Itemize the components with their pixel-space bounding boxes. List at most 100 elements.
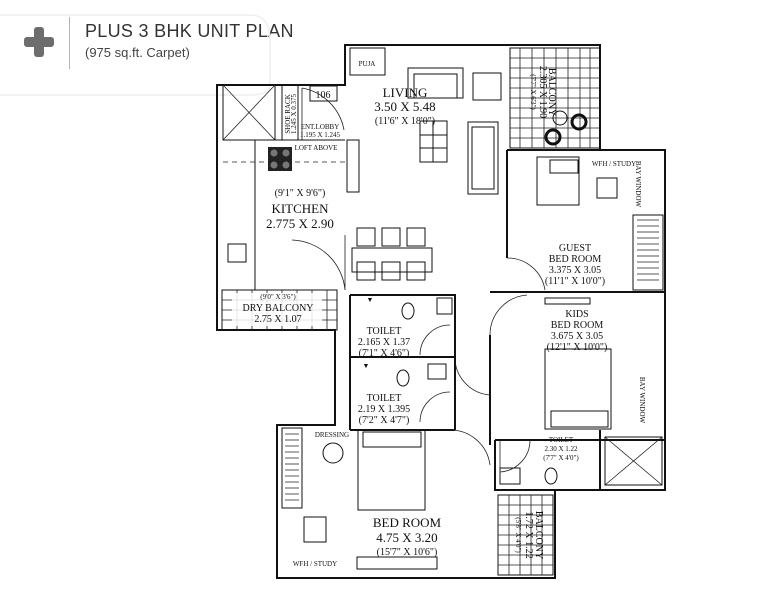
header: PLUS 3 BHK UNIT PLAN (975 sq.ft. Carpet) bbox=[0, 0, 761, 70]
bedroom-door[interactable] bbox=[449, 429, 491, 466]
unit-number-box bbox=[309, 85, 338, 102]
dry-balcony-size-imperial: (9'0" X 3'6") bbox=[260, 293, 296, 301]
toilet-2-shower-icon: ▼ bbox=[363, 362, 370, 370]
divider bbox=[69, 17, 70, 69]
toilet-3-walls bbox=[494, 430, 665, 491]
master-bed bbox=[357, 429, 426, 511]
kids-bed-walls bbox=[489, 291, 665, 445]
toilet-1-basin bbox=[436, 297, 453, 315]
kids-bed-label-2: BED ROOM bbox=[551, 320, 604, 331]
bottom-balcony-size: 1.72 X 1.22 bbox=[523, 511, 534, 558]
toilet-3-door[interactable] bbox=[499, 439, 531, 478]
passage-door[interactable] bbox=[454, 354, 491, 396]
kids-bed-label-1: KIDS bbox=[565, 309, 588, 320]
kitchen-size-imperial: (9'1" X 9'6") bbox=[275, 188, 326, 199]
toilet-2-size-imperial: (7'2" X 4'7") bbox=[359, 415, 410, 426]
bedroom-wardrobe bbox=[281, 427, 303, 509]
toilet-2-basin bbox=[427, 363, 447, 380]
kids-bed bbox=[544, 348, 612, 430]
bedroom-size: 4.75 X 3.20 bbox=[376, 530, 437, 545]
study-chair bbox=[303, 516, 327, 543]
toilet-walls bbox=[349, 294, 456, 431]
bedroom-size-imperial: (15'7" X 10'6") bbox=[377, 547, 438, 558]
kids-bed-size: 3.675 X 3.05 bbox=[551, 331, 603, 342]
dressing-stool bbox=[322, 442, 344, 464]
duct-shaft bbox=[222, 84, 276, 141]
toilet-3-size: 2.30 X 1.22 bbox=[544, 445, 578, 453]
ent-lobby-size: 1.195 X 1.245 bbox=[300, 131, 341, 139]
bedroom-window bbox=[356, 556, 438, 570]
unit-number: 106 bbox=[316, 90, 331, 101]
bottom-balcony-grid bbox=[497, 494, 554, 576]
toilet-1-shower-icon: ▼ bbox=[367, 296, 374, 304]
guest-bed-label-2: BED ROOM bbox=[549, 254, 602, 265]
toilet-2-door[interactable] bbox=[419, 391, 451, 423]
page-subtitle: (975 sq.ft. Carpet) bbox=[85, 45, 190, 60]
toilet-3-wc bbox=[544, 467, 558, 485]
living-label: LIVING bbox=[383, 85, 428, 100]
guest-bed bbox=[536, 156, 580, 206]
top-balcony-size-imperial: (7'7" X 6'3") bbox=[529, 74, 537, 110]
shoe-rack-size: 1.245 X 0.375 bbox=[290, 93, 298, 134]
sofa-right bbox=[467, 121, 499, 195]
kids-bed-shelf bbox=[544, 297, 591, 305]
bay-window-label-kids: BAY WINDOW bbox=[638, 377, 646, 424]
toilet-3-basin bbox=[499, 467, 521, 485]
sofa-top bbox=[407, 67, 464, 99]
toilet-2-label: TOILET bbox=[367, 393, 402, 404]
guest-study-chair bbox=[596, 177, 618, 199]
toilet-2-size: 2.19 X 1.395 bbox=[358, 404, 410, 415]
guest-wfh-label: WFH / STUDY bbox=[592, 160, 636, 168]
puja-label: PUJA bbox=[359, 60, 376, 68]
toilet-3-size-imperial: (7'7" X 4'0") bbox=[543, 454, 579, 462]
duct-shaft-2 bbox=[604, 436, 663, 486]
page-title: PLUS 3 BHK UNIT PLAN bbox=[85, 21, 294, 41]
guest-wardrobe bbox=[632, 214, 664, 291]
cooktop-icon bbox=[268, 147, 292, 171]
guest-bed-door[interactable] bbox=[506, 257, 546, 291]
entrance-door[interactable] bbox=[301, 87, 345, 140]
living-size-imperial: (11'6" X 18'0") bbox=[375, 116, 435, 127]
dressing-label: DRESSING bbox=[315, 431, 349, 439]
wfh-label-bedroom: WFH / STUDY bbox=[293, 560, 337, 568]
toilet-1-wc bbox=[401, 302, 415, 320]
guest-bed-size-imperial: (11'1" X 10'0") bbox=[545, 276, 605, 287]
top-balcony-size: 2.305 X 1.90 bbox=[537, 66, 548, 118]
ent-lobby-label: ENT.LOBBY bbox=[301, 123, 340, 131]
guest-bed-label-1: GUEST bbox=[559, 243, 591, 254]
plus-icon bbox=[24, 27, 54, 57]
toilet-1-door[interactable] bbox=[419, 324, 451, 356]
puja-unit bbox=[349, 47, 386, 76]
toilet-1-size-imperial: (7'1" X 4'6") bbox=[359, 348, 410, 359]
toilet-1-size: 2.165 X 1.37 bbox=[358, 337, 410, 348]
toilet-3-label: TOILET bbox=[549, 436, 574, 444]
guest-bed-size: 3.375 X 3.05 bbox=[549, 265, 601, 276]
dry-balcony-size: 2.75 X 1.07 bbox=[254, 314, 301, 325]
bedroom-label: BED ROOM bbox=[373, 515, 442, 530]
kitchen-window bbox=[346, 139, 360, 193]
top-balcony-label: BALCONY bbox=[546, 68, 557, 116]
kitchen-sink bbox=[227, 243, 247, 263]
kitchen-counter bbox=[223, 139, 345, 290]
kids-bed-door[interactable] bbox=[489, 294, 528, 336]
living-size: 3.50 X 5.48 bbox=[374, 99, 435, 114]
side-table bbox=[472, 72, 502, 101]
guest-bed-walls bbox=[506, 149, 665, 258]
bay-window-label-guest: BAY WINDOW bbox=[634, 161, 642, 208]
top-balcony-grid bbox=[509, 47, 601, 149]
background-decoration bbox=[0, 14, 271, 96]
bottom-balcony-label: BALCONY bbox=[533, 511, 544, 559]
loft-label: LOFT ABOVE bbox=[295, 144, 338, 152]
kitchen-door[interactable] bbox=[291, 235, 346, 291]
kitchen-size: 2.775 X 2.90 bbox=[266, 216, 334, 231]
dry-balcony-label: DRY BALCONY bbox=[242, 303, 313, 314]
coffee-table bbox=[419, 120, 448, 163]
bottom-balcony-size-imperial: (5'8" X 4'0") bbox=[514, 517, 522, 553]
kids-bed-size-imperial: (12'1" X 10'0") bbox=[547, 342, 608, 353]
kitchen-label: KITCHEN bbox=[271, 201, 329, 216]
toilet-2-wc bbox=[396, 369, 410, 387]
shoe-rack-label: SHOE RACK bbox=[284, 94, 292, 133]
dining-table bbox=[351, 227, 433, 281]
toilet-1-label: TOILET bbox=[367, 326, 402, 337]
